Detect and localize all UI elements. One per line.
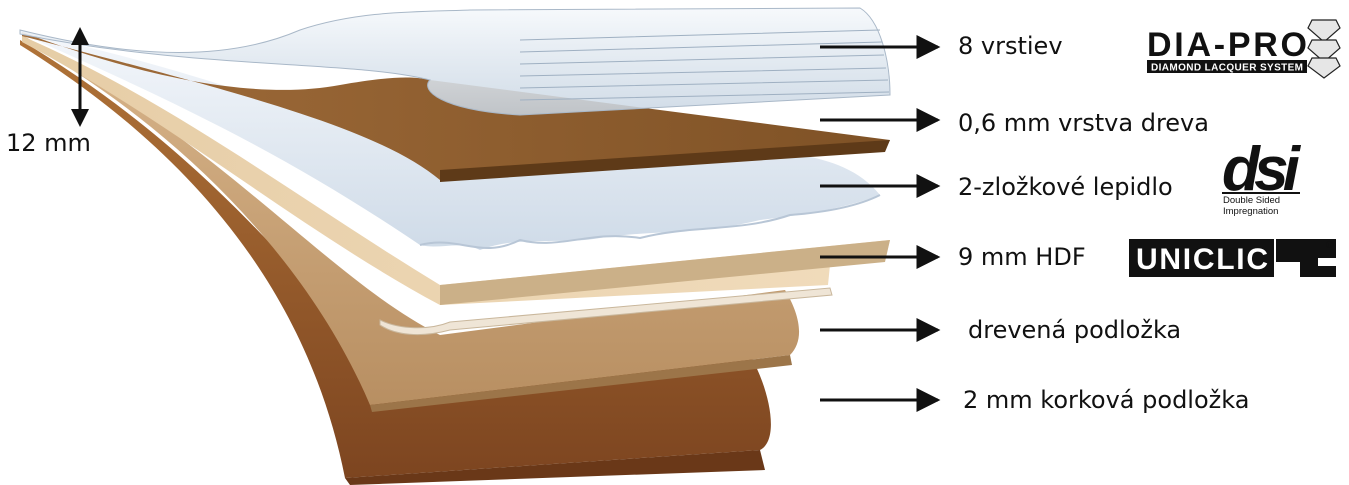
click-profile-icon <box>1276 239 1336 277</box>
lacquer-layer <box>19 7 891 116</box>
diapro-logo: DIA-PRO DIAMOND LACQUER SYSTEM <box>1147 19 1341 79</box>
dsi-logo: dsi Double Sided Impregnation <box>1222 135 1302 217</box>
dsi-logo-line1: Double Sided <box>1223 195 1280 206</box>
label-wood-underlay: drevená podložka <box>968 316 1182 344</box>
label-lacquer: 8 vrstiev <box>958 32 1063 60</box>
label-hdf: 9 mm HDF <box>958 243 1086 271</box>
uniclic-logo: UNICLIC ® <box>1129 239 1336 277</box>
veneer-layer <box>22 32 890 182</box>
dsi-logo-line2: Impregnation <box>1223 206 1278 217</box>
thickness-label: 12 mm <box>6 129 91 157</box>
uniclic-logo-text: UNICLIC <box>1136 243 1268 276</box>
label-cork: 2 mm korková podložka <box>963 386 1250 414</box>
glue-layer <box>22 32 881 250</box>
uniclic-registered-mark: ® <box>1326 240 1334 251</box>
label-veneer: 0,6 mm vrstva dreva <box>958 109 1209 137</box>
label-glue: 2-zložkové lepidlo <box>958 173 1173 201</box>
diapro-logo-text: DIA-PRO <box>1147 26 1307 64</box>
hdf-layer <box>22 36 890 335</box>
diapro-logo-subtitle: DIAMOND LACQUER SYSTEM <box>1151 63 1303 74</box>
diamond-icon <box>1307 19 1341 79</box>
